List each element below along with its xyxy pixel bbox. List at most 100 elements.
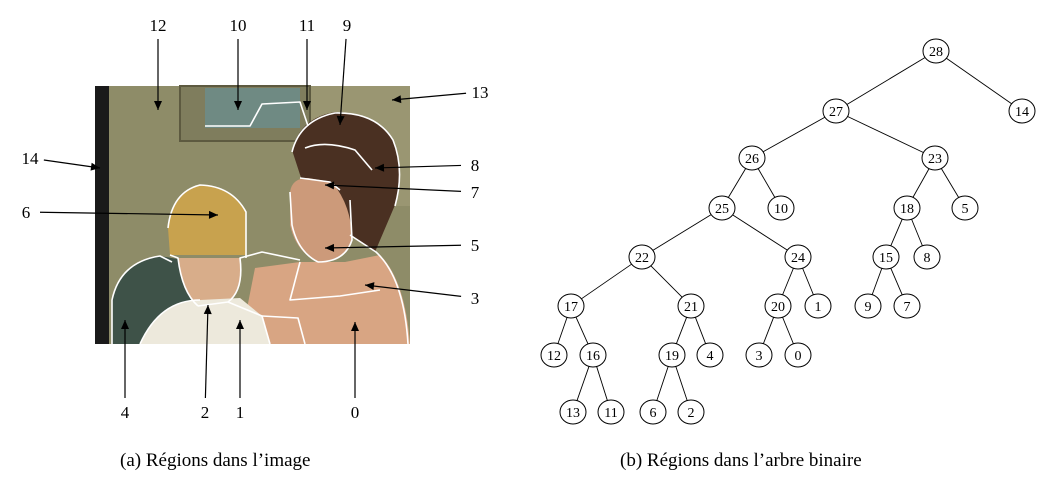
region-arrow-layer	[39, 38, 467, 399]
tree-node-28: 28	[922, 38, 950, 64]
tree-node-circle	[738, 145, 766, 171]
tree-edge-20-3	[762, 317, 775, 344]
tree-node-circle	[922, 38, 950, 64]
region-arrow-5	[324, 244, 462, 249]
region-label-1: 1	[236, 403, 245, 422]
region-label-11: 11	[299, 16, 315, 35]
tree-node-label: 20	[771, 300, 785, 315]
region-arrow-13	[391, 92, 467, 101]
region-label-2: 2	[201, 403, 210, 422]
region-arrowhead-10	[234, 101, 242, 110]
tree-node-label: 6	[650, 406, 657, 421]
region-label-6: 6	[22, 203, 31, 222]
tree-node-14: 14	[1008, 98, 1036, 124]
tree-edge-18-8	[911, 218, 923, 247]
woman-hair	[292, 112, 400, 252]
region-arrowhead-12	[154, 101, 162, 110]
region-arrowhead-3	[365, 282, 375, 291]
region-arrowhead-2	[203, 305, 212, 315]
tree-node-circle	[913, 244, 941, 270]
tree-edge-16-13	[576, 366, 590, 401]
tree-edge-22-17	[580, 263, 633, 300]
tree-node-6: 6	[639, 399, 667, 425]
tree-edge-25-22	[651, 213, 713, 252]
tree-edge-25-24	[731, 214, 789, 251]
child-hair	[168, 185, 246, 255]
tree-node-label: 15	[879, 251, 893, 266]
tree-node-circle	[784, 244, 812, 270]
tree-node-label: 7	[904, 300, 911, 315]
tree-node-label: 26	[745, 152, 759, 167]
tree-node-circle	[696, 342, 724, 368]
region-arrow-9	[339, 38, 347, 126]
tree-node-circle	[822, 98, 850, 124]
child-shirt	[140, 298, 270, 344]
tree-edge-17-12	[557, 317, 568, 344]
tree-edge-28-14	[945, 57, 1013, 105]
tree-edge-24-1	[802, 267, 814, 296]
tree-node-circle	[639, 399, 667, 425]
region-arrow-3	[364, 284, 462, 297]
tree-node-circle	[893, 195, 921, 221]
tree-node-17: 17	[557, 293, 585, 319]
tree-edge-19-6	[656, 366, 669, 401]
tree-node-label: 28	[929, 45, 943, 60]
tree-node-circle	[579, 342, 607, 368]
region-label-10: 10	[230, 16, 247, 35]
region-arrowhead-13	[392, 95, 402, 104]
tree-node-16: 16	[579, 342, 607, 368]
region-arrowhead-11	[303, 101, 311, 110]
region-arrowhead-1	[236, 320, 244, 329]
tree-node-18: 18	[893, 195, 921, 221]
region-label-0: 0	[351, 403, 360, 422]
tree-edge-17-16	[575, 316, 589, 345]
tree-node-26: 26	[738, 145, 766, 171]
tree-node-circle	[658, 342, 686, 368]
tree-node-24: 24	[784, 244, 812, 270]
tree-node-10: 10	[767, 195, 795, 221]
tree-node-11: 11	[597, 399, 625, 425]
region-image-panel	[95, 85, 410, 345]
region-label-3: 3	[471, 289, 480, 308]
region-arrow-8	[374, 164, 462, 169]
woman-face	[290, 178, 352, 262]
tree-node-13: 13	[559, 399, 587, 425]
tree-node-label: 3	[756, 349, 763, 364]
region-arrow-14	[43, 159, 101, 169]
region-arrowhead-14	[90, 162, 100, 171]
tree-node-circle	[951, 195, 979, 221]
region-arrowhead-9	[336, 115, 345, 125]
region-label-4: 4	[121, 403, 130, 422]
tree-node-label: 19	[665, 349, 679, 364]
region-arrow-7	[324, 184, 462, 192]
tree-edge-15-7	[890, 267, 903, 296]
region-label-12: 12	[150, 16, 167, 35]
region-arrowhead-0	[351, 322, 359, 331]
tree-node-circle	[893, 293, 921, 319]
tree-node-circle	[559, 399, 587, 425]
tree-node-label: 16	[586, 349, 600, 364]
region-arrowhead-8	[375, 163, 385, 172]
tree-node-0: 0	[784, 342, 812, 368]
tree-node-1: 1	[804, 293, 832, 319]
tree-edge-23-18	[912, 168, 930, 198]
tree-edge-16-11	[596, 366, 608, 401]
tree-node-label: 13	[566, 406, 580, 421]
region-label-8: 8	[471, 156, 480, 175]
region-arrowhead-7	[325, 181, 335, 190]
tree-node-7: 7	[893, 293, 921, 319]
tree-edge-26-10	[757, 168, 776, 198]
tree-node-circle	[677, 293, 705, 319]
tree-node-label: 1	[815, 300, 822, 315]
tree-node-25: 25	[708, 195, 736, 221]
woman-body	[240, 255, 410, 344]
tree-node-circle	[540, 342, 568, 368]
tree-node-label: 23	[928, 152, 942, 167]
tree-edge-28-27	[846, 56, 926, 106]
tree-node-label: 18	[900, 202, 914, 217]
tree-node-circle	[764, 293, 792, 319]
caption-b: (b) Régions dans l’arbre binaire	[620, 450, 862, 471]
